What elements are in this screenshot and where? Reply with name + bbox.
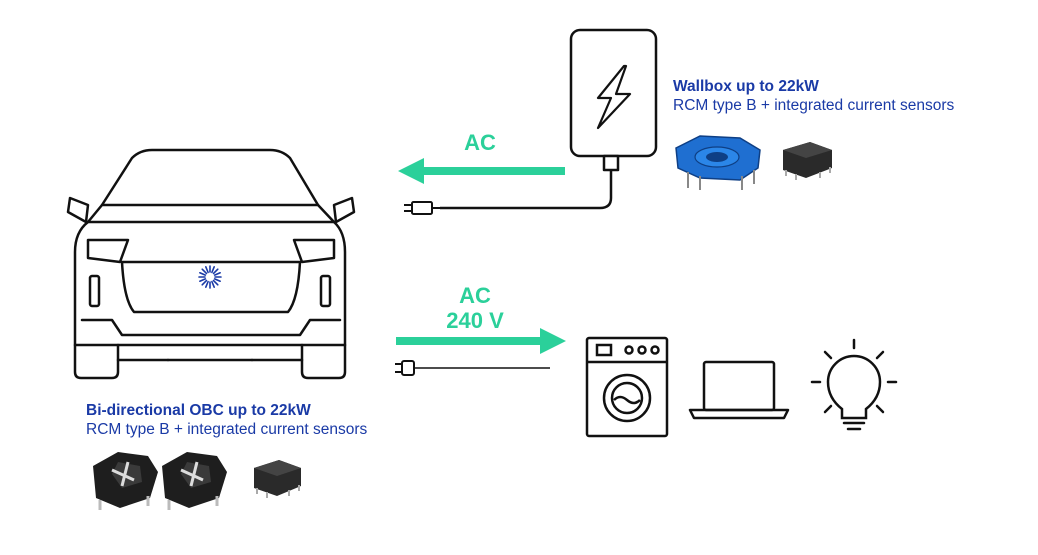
washing-machine-icon (585, 336, 669, 438)
obc-subtitle: RCM type B + integrated current sensors (86, 421, 368, 438)
brand-logo-icon (198, 265, 222, 289)
current-sensor-chip-icon (254, 460, 301, 498)
rcm-sensor-icon (162, 452, 227, 510)
car-icon (66, 148, 356, 380)
wallbox-title: Wallbox up to 22kW (673, 78, 819, 95)
ac-bottom-label: AC (459, 283, 491, 308)
laptop-icon (688, 360, 790, 420)
ac-arrow-left (398, 158, 565, 184)
plug-icon (404, 201, 440, 215)
voltage-label: 240 V (446, 308, 504, 333)
ac-top-label: AC (464, 130, 496, 155)
ac-arrow-right (396, 328, 566, 354)
wallbox-icon (440, 28, 658, 210)
current-sensor-chip-icon (783, 142, 832, 180)
rcm-sensor-icon (675, 135, 761, 190)
light-bulb-icon (810, 338, 898, 431)
plug-icon (395, 360, 550, 376)
rcm-sensor-icon (93, 452, 158, 510)
obc-title: Bi-directional OBC up to 22kW (86, 402, 311, 419)
bolt-icon (596, 64, 632, 130)
wallbox-subtitle: RCM type B + integrated current sensors (673, 97, 955, 114)
